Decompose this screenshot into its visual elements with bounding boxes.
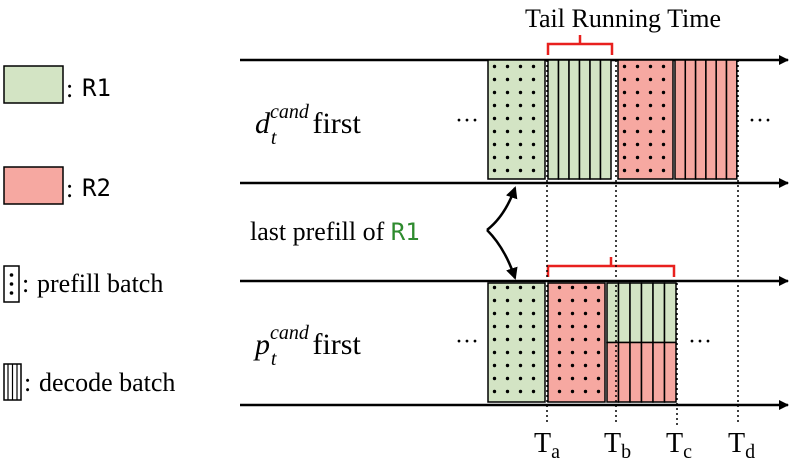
decode-step (674, 59, 687, 180)
decode-step (589, 59, 602, 180)
legend-r2-label: R2 (82, 174, 111, 202)
time-labels: Ta Tb Tc Td (534, 428, 755, 463)
bottom-timeline-batches (487, 282, 677, 403)
decode-step (715, 59, 728, 180)
legend-prefill-label: prefill batch (37, 269, 163, 298)
decode-step-r1 (629, 282, 643, 344)
decode-batch-r1-r2 (606, 282, 677, 403)
top-timeline-batches (487, 59, 738, 180)
decode-step-r2 (606, 341, 620, 403)
decode-step-r1 (640, 282, 654, 344)
legend-prefill-colon: : (22, 269, 29, 298)
decode-step-r1 (606, 282, 620, 344)
legend-r1-label: R1 (82, 74, 111, 102)
legend-r1-swatch (3, 65, 64, 104)
tail-time-bracket-top (546, 35, 614, 55)
decode-step-r1 (652, 282, 666, 344)
legend-r2-colon: : (66, 174, 73, 203)
decode-step-r1 (663, 282, 677, 344)
time-label-c: Tc (666, 428, 692, 463)
legend-decode-icon (3, 363, 22, 401)
curved-arrow-up (486, 186, 518, 231)
decode-step (578, 59, 591, 180)
prefill-batch-r2-dots (618, 60, 673, 179)
time-label-a: Ta (534, 428, 560, 463)
last-prefill-annotation: last prefill of R1 (250, 217, 420, 246)
ellipsis-top-right: ··· (748, 108, 772, 134)
decode-step (694, 59, 707, 180)
decode-step (705, 59, 717, 180)
tail-time-bracket-bottom (546, 257, 676, 277)
legend-r1-colon: : (66, 74, 73, 103)
decode-step-r2 (629, 341, 643, 403)
decode-step-r2 (617, 341, 631, 403)
decode-step (684, 59, 697, 180)
prefill-batch-r1-dots (488, 60, 545, 179)
decode-step (557, 59, 570, 180)
curved-arrow-down (486, 229, 518, 280)
legend-decode-label: decode batch (39, 368, 175, 397)
diagram-title: Tail Running Time (525, 4, 721, 33)
decode-step (547, 59, 560, 180)
decode-step-r2 (663, 341, 677, 403)
decode-step-r2 (640, 341, 654, 403)
ellipsis-bottom-right: ··· (688, 329, 712, 355)
prefill-batch-r1-dots (488, 283, 545, 402)
decode-step (568, 59, 581, 180)
decode-batch-r2 (674, 59, 738, 180)
decode-step (725, 59, 738, 180)
decode-batch-r1 (547, 59, 612, 180)
legend-r2-swatch (3, 166, 64, 205)
time-label-b: Tb (604, 428, 631, 463)
decode-step-r1 (617, 282, 631, 344)
legend-prefill-icon (3, 265, 20, 303)
ellipsis-bottom-left: ··· (455, 329, 479, 355)
time-label-d: Td (728, 428, 755, 463)
legend: : R1 : R2 : prefill batch : decode batch (3, 65, 175, 401)
legend-decode-colon: : (24, 368, 31, 397)
ellipsis-top-left: ··· (455, 108, 479, 134)
decode-step (599, 59, 612, 180)
time-markers (546, 60, 739, 425)
decode-step-r2 (652, 341, 666, 403)
prefill-batch-r2-dots (548, 283, 605, 402)
